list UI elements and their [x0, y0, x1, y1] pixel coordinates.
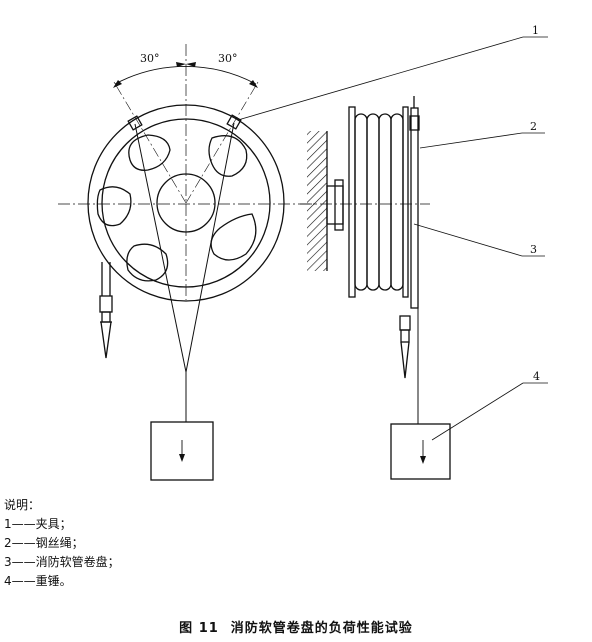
legend-item: 3——消防软管卷盘；: [4, 555, 120, 569]
angle-label-left: 30°: [140, 52, 160, 65]
legend: 说明： 1——夹具； 2——钢丝绳； 3——消防软管卷盘； 4——重锤。: [4, 496, 120, 591]
wire-rope-right: [185, 122, 235, 373]
reel-hub: [156, 173, 216, 233]
legend-item: 1——夹具；: [4, 517, 72, 531]
weight-left: [150, 421, 214, 481]
figure-caption: 图 11 消防软管卷盘的负荷性能试验: [0, 617, 592, 636]
legend-item: 2——钢丝绳；: [4, 536, 84, 550]
reel-outer-rim: [87, 104, 285, 302]
reel-flange: [348, 106, 356, 298]
callout-2: 2: [530, 120, 537, 133]
figure-number: 图 11: [179, 621, 219, 636]
hose-coils: [354, 113, 404, 291]
reel-side-view: [300, 96, 451, 480]
legend-item: 4——重锤。: [4, 574, 72, 588]
figure-title: 消防软管卷盘的负荷性能试验: [230, 621, 413, 636]
callout-4: 4: [533, 370, 540, 383]
angle-arc: [114, 66, 257, 85]
callout-leaders: [237, 36, 548, 441]
clamp-left: [127, 115, 143, 131]
wire-rope-left: [134, 123, 187, 373]
reel-front-view: [58, 44, 318, 481]
angle-label-right: 30°: [218, 52, 238, 65]
nozzle-left: [99, 262, 113, 359]
reel-inner-rim: [101, 118, 271, 288]
nozzle-right: [399, 315, 411, 379]
legend-title: 说明：: [4, 498, 41, 512]
weight-right: [390, 423, 451, 480]
spoke-openings: [96, 134, 257, 282]
callout-1: 1: [532, 24, 539, 37]
wall-hatch: [307, 131, 327, 271]
callout-3: 3: [530, 243, 537, 256]
clamp-right: [226, 114, 242, 130]
